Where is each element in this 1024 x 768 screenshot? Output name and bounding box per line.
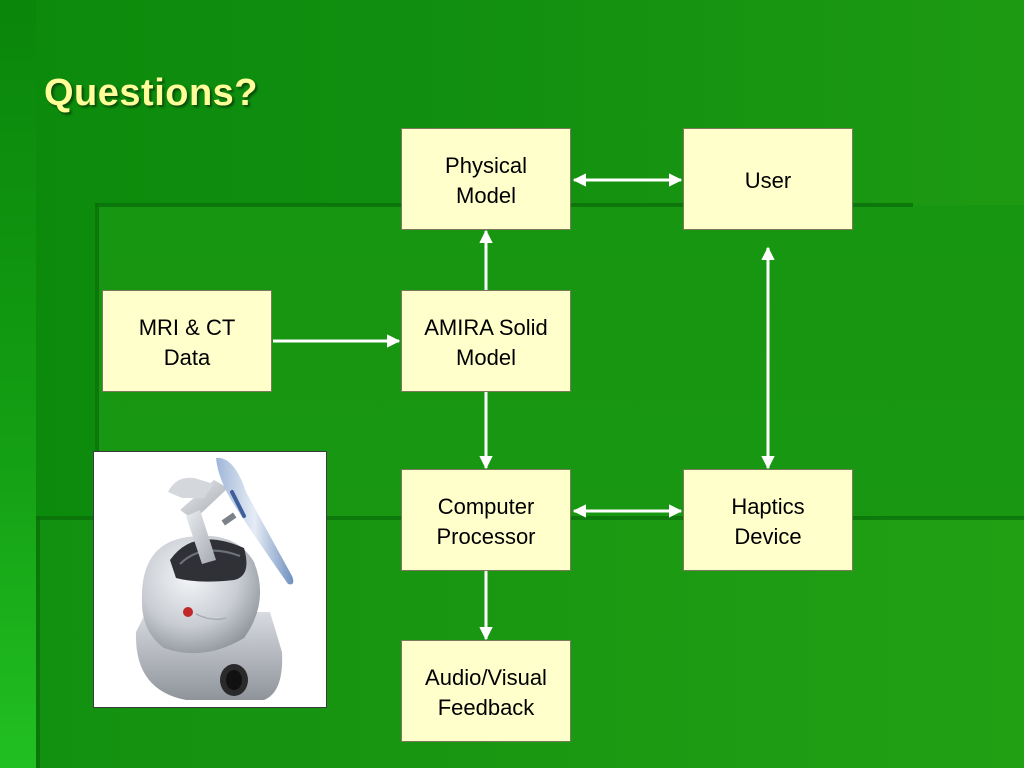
node-haptics-device: Haptics Device [683, 469, 853, 571]
background-left-strip [0, 0, 36, 768]
node-user: User [683, 128, 853, 230]
node-amira-solid-model: AMIRA Solid Model [401, 290, 571, 392]
node-mri-ct-data: MRI & CT Data [102, 290, 272, 392]
slide-title: Questions? [44, 72, 259, 114]
background-panel-edge [36, 516, 40, 768]
haptic-device-photo [93, 451, 327, 708]
node-audio-visual-feedback: Audio/Visual Feedback [401, 640, 571, 742]
haptic-device-illustration [135, 457, 294, 700]
node-physical-model: Physical Model [401, 128, 571, 230]
node-computer-processor: Computer Processor [401, 469, 571, 571]
